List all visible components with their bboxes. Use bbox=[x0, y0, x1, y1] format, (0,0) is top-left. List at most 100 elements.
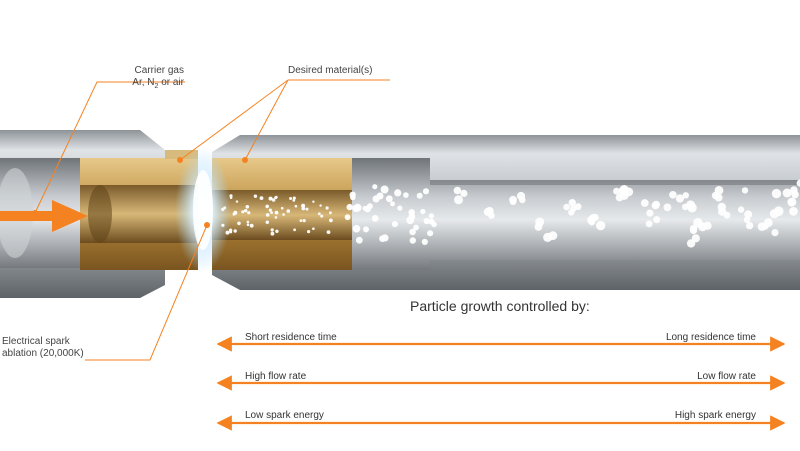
particle bbox=[409, 228, 416, 236]
particle bbox=[763, 218, 773, 228]
leader-dot-material-right bbox=[242, 157, 248, 163]
particle bbox=[391, 221, 398, 228]
particle bbox=[352, 224, 361, 233]
particle bbox=[390, 201, 395, 207]
particle bbox=[246, 223, 250, 226]
particle bbox=[773, 206, 784, 216]
particle bbox=[268, 208, 272, 212]
particle bbox=[307, 230, 311, 234]
particle bbox=[789, 207, 798, 216]
particle bbox=[270, 231, 275, 236]
particle bbox=[249, 223, 254, 228]
particle bbox=[385, 195, 393, 203]
particle bbox=[253, 194, 258, 198]
particle bbox=[294, 204, 298, 208]
particle bbox=[693, 218, 703, 228]
particle bbox=[423, 217, 430, 225]
particle bbox=[782, 188, 792, 198]
particle bbox=[320, 214, 324, 218]
particle bbox=[233, 229, 237, 233]
particle bbox=[292, 199, 296, 202]
particle bbox=[366, 203, 373, 210]
particle bbox=[397, 205, 403, 211]
particle bbox=[454, 195, 463, 205]
particle bbox=[350, 194, 356, 201]
range-arrows bbox=[216, 336, 786, 431]
particle bbox=[790, 186, 798, 194]
particle bbox=[245, 205, 250, 209]
particle bbox=[460, 189, 468, 197]
desired-material-label: Desired material(s) bbox=[288, 65, 373, 76]
particle bbox=[745, 221, 754, 230]
leader-dot-gas bbox=[32, 210, 38, 216]
row-flow-left: High flow rate bbox=[245, 371, 307, 382]
particle bbox=[771, 229, 779, 237]
particle bbox=[548, 231, 558, 241]
particle bbox=[653, 216, 661, 224]
particle bbox=[741, 187, 749, 194]
particle bbox=[305, 207, 309, 211]
particle bbox=[703, 221, 712, 230]
row-residence-left: Short residence time bbox=[245, 332, 337, 343]
particle bbox=[362, 205, 368, 211]
particle bbox=[723, 211, 731, 219]
gas-flow-arrow bbox=[0, 200, 88, 232]
row-energy-right: High spark energy bbox=[674, 410, 756, 421]
particle bbox=[589, 214, 597, 222]
particle bbox=[325, 206, 329, 210]
particle bbox=[301, 206, 306, 211]
particle bbox=[509, 198, 517, 206]
particle bbox=[241, 210, 245, 214]
particle bbox=[244, 209, 248, 213]
particle bbox=[483, 207, 492, 216]
spark-label: Electrical spark ablation (20,000K) bbox=[2, 336, 84, 359]
particle bbox=[408, 213, 416, 220]
particle bbox=[292, 196, 296, 200]
particle bbox=[293, 228, 296, 232]
particle bbox=[268, 196, 273, 201]
particle bbox=[221, 207, 225, 212]
particle bbox=[265, 220, 269, 224]
particle bbox=[355, 236, 363, 244]
particle bbox=[301, 203, 306, 208]
particle bbox=[428, 213, 434, 219]
particle bbox=[286, 209, 291, 213]
particle bbox=[737, 206, 745, 213]
particle bbox=[274, 196, 278, 200]
particle bbox=[615, 193, 624, 202]
particle bbox=[744, 210, 753, 219]
particle bbox=[427, 230, 434, 237]
leader-lines bbox=[34, 79, 390, 361]
particle bbox=[619, 185, 629, 194]
particle bbox=[519, 196, 526, 204]
particle bbox=[796, 179, 800, 187]
spark-glow bbox=[175, 148, 231, 272]
particle bbox=[271, 198, 276, 202]
particle bbox=[274, 210, 279, 215]
particle bbox=[422, 188, 430, 195]
particle bbox=[379, 235, 386, 243]
particle bbox=[371, 215, 379, 222]
particle bbox=[535, 217, 545, 227]
particle bbox=[682, 192, 689, 199]
particle bbox=[312, 200, 315, 203]
particle bbox=[568, 199, 576, 207]
particle bbox=[229, 194, 233, 198]
particle bbox=[717, 202, 726, 212]
particle bbox=[663, 203, 672, 212]
particle bbox=[232, 212, 236, 216]
particle bbox=[289, 197, 293, 200]
particle bbox=[229, 230, 233, 234]
particle bbox=[413, 224, 419, 231]
particle bbox=[299, 219, 303, 223]
particle bbox=[353, 203, 362, 212]
particle bbox=[771, 188, 782, 199]
particle bbox=[312, 227, 315, 230]
particle bbox=[669, 191, 677, 199]
row-residence-right: Long residence time bbox=[665, 332, 756, 343]
particle bbox=[380, 185, 389, 194]
particle bbox=[420, 208, 426, 215]
particle bbox=[282, 213, 285, 216]
particle bbox=[613, 187, 620, 195]
